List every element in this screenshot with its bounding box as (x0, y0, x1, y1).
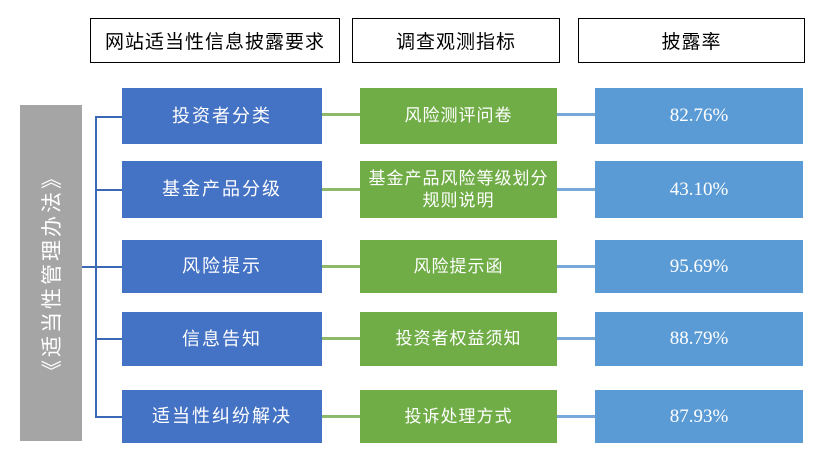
indicator-box-4: 投资者权益须知 (360, 312, 557, 366)
rate-box-1: 82.76% (595, 88, 803, 144)
law-title-label: 《适当性管理办法》 (40, 165, 64, 381)
law-title-bar: 《适当性管理办法》 (20, 105, 82, 441)
indicator-to-rate-connector-1 (557, 113, 595, 116)
indicator-box-1: 风险测评问卷 (360, 88, 557, 144)
rate-box-3: 95.69% (595, 240, 803, 293)
requirement-box-4: 信息告知 (122, 312, 322, 366)
indicator-box-2: 基金产品风险等级划分规则说明 (360, 161, 557, 218)
requirement-box-1: 投资者分类 (122, 88, 322, 144)
bracket-arm-5 (95, 416, 122, 418)
requirement-to-indicator-connector-2 (322, 188, 360, 191)
bracket-arm-3 (95, 266, 122, 268)
bracket-arm-2 (95, 189, 122, 191)
column-header-indicator: 调查观测指标 (352, 18, 560, 63)
indicator-to-rate-connector-4 (557, 337, 595, 340)
rate-box-5: 87.93% (595, 390, 803, 443)
indicator-to-rate-connector-3 (557, 265, 595, 268)
indicator-box-5: 投诉处理方式 (360, 390, 557, 443)
requirement-box-2: 基金产品分级 (122, 161, 322, 218)
bracket-arm-4 (95, 338, 122, 340)
indicator-to-rate-connector-5 (557, 415, 595, 418)
requirement-box-3: 风险提示 (122, 240, 322, 293)
rate-box-4: 88.79% (595, 312, 803, 366)
requirement-box-5: 适当性纠纷解决 (122, 390, 322, 443)
rate-box-2: 43.10% (595, 161, 803, 218)
bracket-arm-1 (95, 116, 122, 118)
requirement-to-indicator-connector-4 (322, 337, 360, 340)
indicator-to-rate-connector-2 (557, 188, 595, 191)
column-header-requirement: 网站适当性信息披露要求 (90, 18, 340, 63)
requirement-to-indicator-connector-3 (322, 265, 360, 268)
requirement-to-indicator-connector-1 (322, 113, 360, 116)
indicator-box-3: 风险提示函 (360, 240, 557, 293)
column-header-rate: 披露率 (578, 18, 805, 63)
requirement-to-indicator-connector-5 (322, 415, 360, 418)
